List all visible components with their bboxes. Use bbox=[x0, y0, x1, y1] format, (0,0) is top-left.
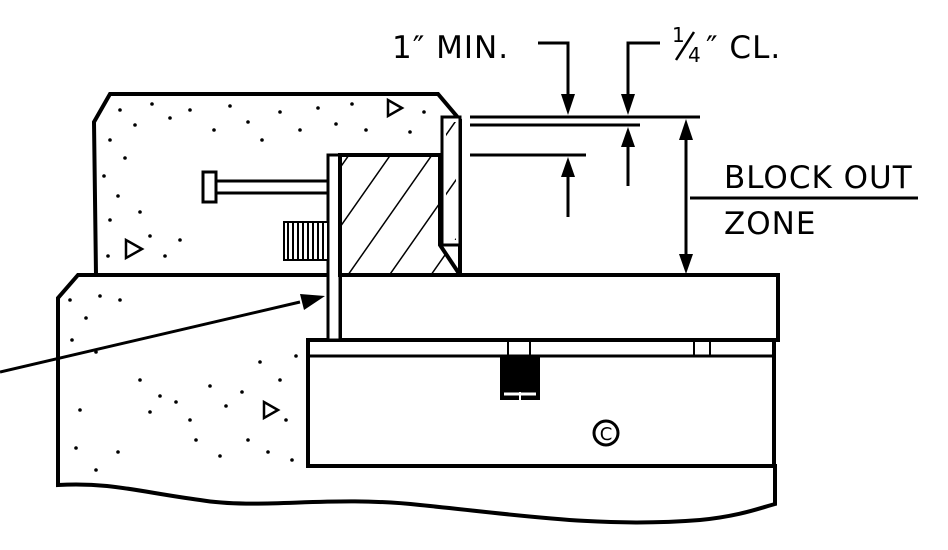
min-arrow-up bbox=[561, 157, 575, 177]
aggregate-triangle bbox=[262, 399, 281, 421]
deck-slab bbox=[340, 273, 780, 342]
clearance-leader bbox=[626, 41, 660, 95]
min-arrow-down bbox=[561, 94, 575, 115]
bolt-symbol bbox=[592, 419, 620, 447]
seal-plate-hatch bbox=[446, 122, 456, 240]
aggregate-triangle bbox=[124, 237, 145, 261]
threaded-bolt-threads bbox=[287, 222, 324, 260]
min-leader bbox=[538, 41, 570, 95]
blockout-arrow-bottom bbox=[679, 254, 693, 274]
clearance-arrow-up bbox=[621, 127, 635, 147]
min-cover-label: 1″ MIN. bbox=[392, 30, 509, 66]
girder bbox=[306, 338, 776, 468]
anchor-stud-head bbox=[201, 170, 218, 204]
lower-concrete-mass bbox=[56, 273, 777, 525]
blockout-arrow-top bbox=[679, 119, 693, 140]
block-out-label-line1: BLOCK OUT bbox=[724, 160, 913, 196]
concrete-stipple bbox=[68, 102, 426, 472]
clearance-fraction-numerator: 1 bbox=[672, 23, 685, 47]
threaded-bolt bbox=[283, 221, 329, 261]
clearance-fraction-denominator: 4 bbox=[688, 43, 701, 67]
clearance-arrow-down bbox=[621, 94, 635, 115]
aggregate-triangle bbox=[386, 97, 405, 119]
leader-arrowhead bbox=[300, 294, 325, 310]
hatched-filler bbox=[338, 153, 464, 277]
leader-line bbox=[0, 300, 301, 374]
block-out-label-line2: ZONE bbox=[724, 206, 816, 242]
clearance-label: ″ CL. bbox=[706, 30, 781, 66]
bolt-symbol-label: C bbox=[600, 424, 613, 445]
clearance-fraction-bar bbox=[674, 31, 696, 61]
